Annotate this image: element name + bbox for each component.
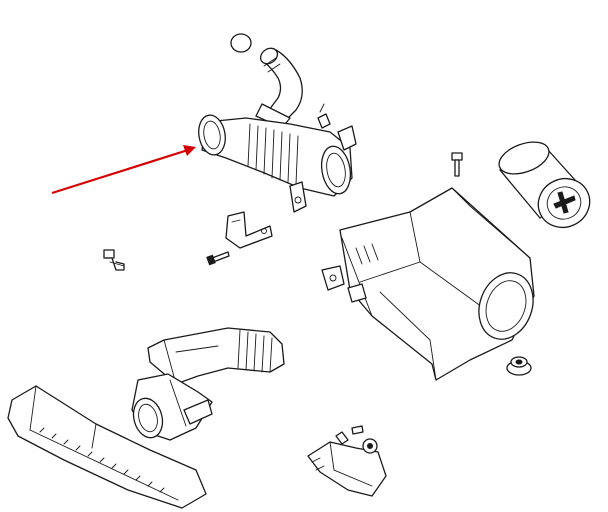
housing-mounting-bracket (307, 425, 387, 497)
upper-intake-hose (255, 47, 303, 129)
rubber-grommet (506, 356, 532, 376)
air-filter-housing (321, 187, 535, 381)
mounting-bolt (103, 249, 125, 271)
air-filter-element (498, 141, 591, 229)
air-duct-adapter (131, 373, 213, 441)
intake-snorkel (7, 385, 207, 509)
bracket (225, 211, 273, 249)
filter-bolt (451, 152, 463, 177)
intake-air-duct-with-mass-airflow-sensor (198, 103, 357, 213)
small-bolt (206, 251, 230, 266)
pointer-arrow (51, 145, 196, 195)
o-ring (230, 33, 252, 53)
